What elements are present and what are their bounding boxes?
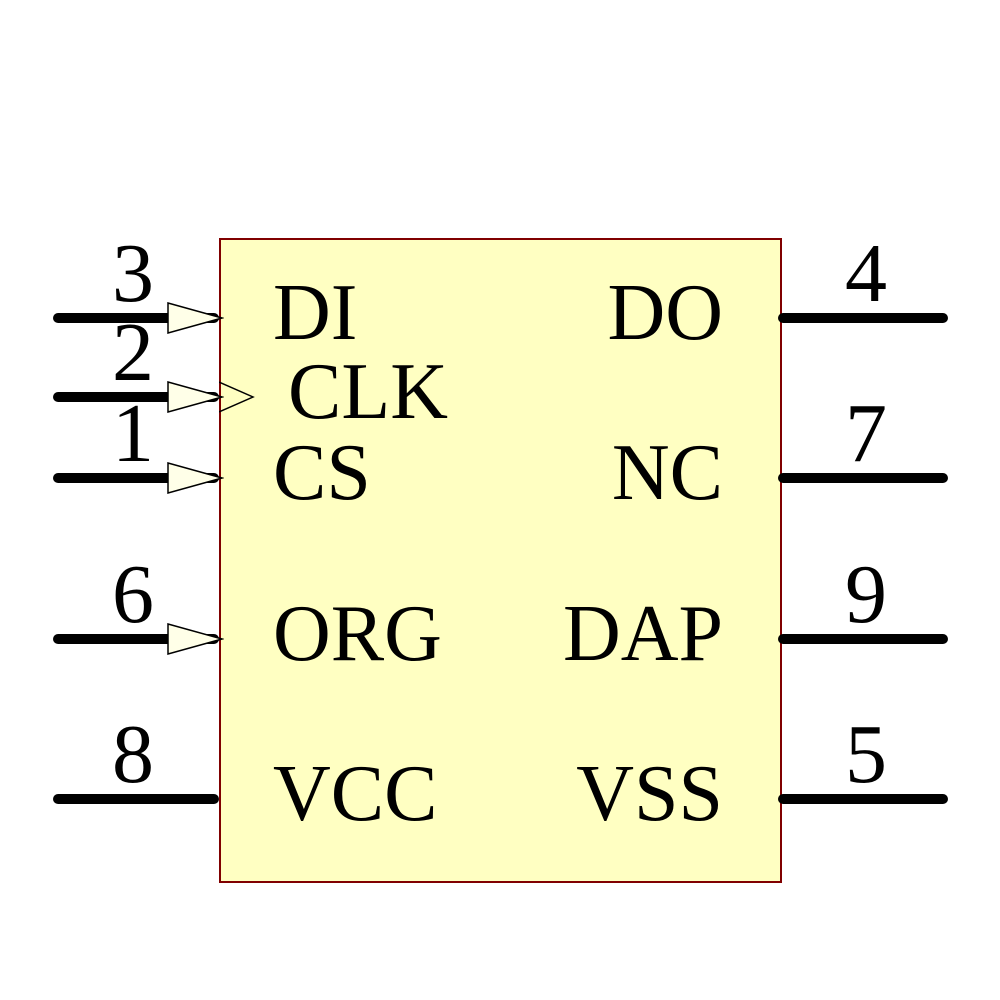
pin-number: 3: [112, 227, 154, 320]
pin-wire: [778, 313, 948, 323]
pin-label-nc: NC: [611, 429, 723, 517]
pin-label-do: DO: [607, 269, 723, 357]
pin-number: 9: [845, 548, 887, 641]
clock-edge-icon: [219, 381, 255, 413]
pin-label-org: ORG: [273, 590, 442, 678]
pin-wire: [778, 794, 948, 804]
pin-label-clk: CLK: [288, 348, 448, 436]
pin-wire: [53, 392, 219, 402]
pin-wire: [53, 634, 219, 644]
pin-number: 6: [112, 548, 154, 641]
pin-wire: [53, 794, 219, 804]
pin-wire: [53, 473, 219, 483]
pin-number: 2: [112, 306, 154, 399]
input-arrow-icon: [167, 462, 224, 494]
ic-body[interactable]: [219, 238, 782, 883]
pin-number: 8: [112, 708, 154, 801]
pin-label-dap: DAP: [562, 590, 723, 678]
input-arrow-icon: [167, 381, 224, 413]
pin-wire: [778, 634, 948, 644]
pin-number: 5: [845, 708, 887, 801]
pin-label-vss: VSS: [576, 750, 723, 838]
pin-wire: [778, 473, 948, 483]
pin-label-cs: CS: [273, 429, 371, 517]
input-arrow-icon: [167, 623, 224, 655]
pin-number: 7: [845, 387, 887, 480]
pin-label-di: DI: [273, 269, 358, 357]
pin-wire: [53, 313, 219, 323]
pin-number: 4: [845, 227, 887, 320]
pin-label-vcc: VCC: [273, 750, 438, 838]
pin-number: 1: [112, 387, 154, 480]
input-arrow-icon: [167, 302, 224, 334]
